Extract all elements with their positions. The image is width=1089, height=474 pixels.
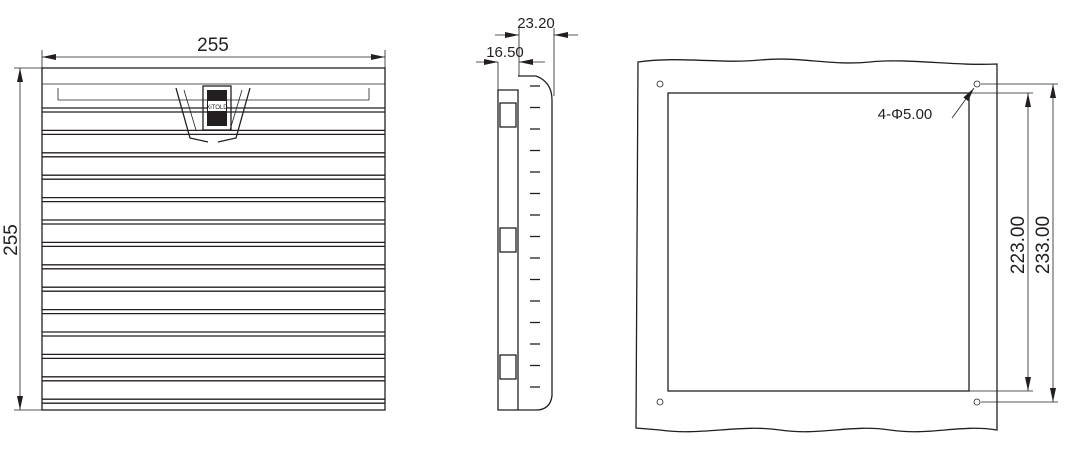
hole-spacing-dimension: 233.00	[1033, 216, 1054, 274]
cutout-view: 223.00 233.00 4-Φ5.00	[635, 58, 1058, 433]
height-dimension: 255	[1, 224, 22, 256]
louver-slat	[42, 153, 385, 169]
louver-slat	[42, 242, 385, 258]
louver-slat	[42, 198, 385, 214]
louver-slats	[42, 108, 385, 415]
louver-slat	[42, 399, 385, 415]
logo-text: XiTOLD	[206, 105, 228, 111]
louver-slat	[42, 332, 385, 348]
louver-slat	[42, 310, 385, 326]
hole-callout: 4-Φ5.00	[878, 106, 933, 123]
inner-dimension: 223.00	[1008, 216, 1029, 274]
side-louver-fins	[530, 85, 540, 388]
side-view: 16.50 23.20	[476, 15, 578, 411]
louver-slat	[42, 287, 385, 303]
depth-base-dimension: 16.50	[486, 44, 524, 61]
louver-slat	[42, 377, 385, 393]
front-view: XiTOLD 255 255	[1, 35, 385, 415]
depth-total-dimension: 23.20	[517, 15, 555, 32]
louver-slat	[42, 354, 385, 370]
latch-clip: XiTOLD	[175, 85, 251, 143]
louver-slat	[42, 220, 385, 236]
width-dimension: 255	[197, 35, 229, 56]
louver-slat	[42, 130, 385, 146]
louver-slat	[42, 175, 385, 191]
louver-slat	[42, 265, 385, 281]
